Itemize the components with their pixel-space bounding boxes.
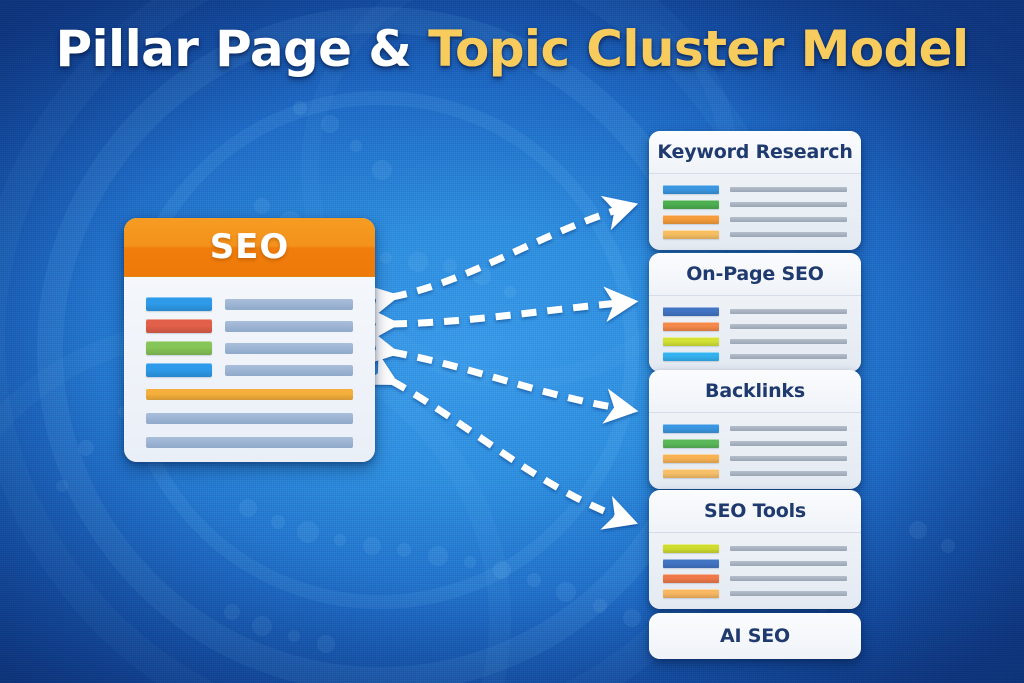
pillar-card-header: SEO <box>124 218 375 277</box>
cluster-card-body <box>649 174 861 250</box>
cluster-row <box>663 322 847 331</box>
cluster-row-tag <box>663 544 719 553</box>
cluster-row <box>663 307 847 316</box>
pillar-row-tag <box>146 319 212 333</box>
cluster-card-body <box>649 533 861 609</box>
cluster-card-body <box>649 413 861 489</box>
cluster-row-line <box>730 456 847 461</box>
page-title-part-two: Topic Cluster Model <box>428 20 969 78</box>
cluster-card-title: Backlinks <box>705 380 805 402</box>
cluster-row-line <box>730 187 847 192</box>
cluster-row-tag <box>663 454 719 463</box>
pillar-card-body <box>124 277 375 462</box>
cluster-row <box>663 439 847 448</box>
cluster-row-line <box>730 339 847 344</box>
cluster-row <box>663 574 847 583</box>
pillar-row-line <box>225 364 353 376</box>
cluster-row-line <box>730 232 847 237</box>
cluster-row-line <box>730 217 847 222</box>
cluster-row-tag <box>663 352 719 361</box>
cluster-row-tag <box>663 200 719 209</box>
cluster-row <box>663 215 847 224</box>
cluster-row <box>663 454 847 463</box>
pillar-row <box>146 319 353 333</box>
cluster-card-body <box>649 296 861 372</box>
pillar-highlight-bar <box>146 389 353 400</box>
cluster-card-seo-tools[interactable]: SEO Tools <box>649 490 861 609</box>
cluster-row-line <box>730 546 847 551</box>
cluster-row-line <box>730 576 847 581</box>
cluster-row-line <box>730 441 847 446</box>
cluster-row <box>663 185 847 194</box>
cluster-row <box>663 469 847 478</box>
pillar-row <box>146 363 353 377</box>
cluster-card-header: AI SEO <box>649 613 861 659</box>
pillar-row-line <box>225 298 353 310</box>
cluster-row-tag <box>663 559 719 568</box>
pillar-row-tag <box>146 363 212 377</box>
cluster-row-tag <box>663 215 719 224</box>
cluster-row-line <box>730 591 847 596</box>
cluster-card-header: Backlinks <box>649 370 861 413</box>
page-title: Pillar Page & Topic Cluster Model <box>0 22 1024 77</box>
pillar-row-line <box>225 320 353 332</box>
cluster-row <box>663 200 847 209</box>
cluster-row-tag <box>663 185 719 194</box>
pillar-row <box>146 341 353 355</box>
cluster-card-title: SEO Tools <box>704 500 806 522</box>
cluster-card-backlinks[interactable]: Backlinks <box>649 370 861 489</box>
cluster-row-tag <box>663 230 719 239</box>
cluster-card-header: SEO Tools <box>649 490 861 533</box>
cluster-row-line <box>730 309 847 314</box>
cluster-row-line <box>730 426 847 431</box>
cluster-row <box>663 589 847 598</box>
cluster-card-title: AI SEO <box>719 625 790 647</box>
cluster-card-on-page-seo[interactable]: On-Page SEO <box>649 253 861 372</box>
cluster-row-tag <box>663 469 719 478</box>
cluster-row-tag <box>663 589 719 598</box>
cluster-row-tag <box>663 322 719 331</box>
cluster-row-tag <box>663 307 719 316</box>
pillar-footer-bar <box>146 413 353 424</box>
cluster-row-tag <box>663 574 719 583</box>
cluster-row-tag <box>663 337 719 346</box>
cluster-card-title: Keyword Research <box>657 141 853 163</box>
pillar-page-card[interactable]: SEO <box>124 218 375 462</box>
cluster-card-header: Keyword Research <box>649 131 861 174</box>
pillar-row <box>146 297 353 311</box>
pillar-row-line <box>225 342 353 354</box>
page-title-part-one: Pillar Page & <box>55 20 429 78</box>
cluster-row-line <box>730 324 847 329</box>
cluster-row <box>663 230 847 239</box>
cluster-row <box>663 337 847 346</box>
pillar-footer-bar <box>146 437 353 448</box>
cluster-card-title: On-Page SEO <box>686 263 824 285</box>
cluster-row-line <box>730 471 847 476</box>
pillar-row-tag <box>146 297 212 311</box>
cluster-row-line <box>730 354 847 359</box>
cluster-card-header: On-Page SEO <box>649 253 861 296</box>
cluster-row-line <box>730 202 847 207</box>
pillar-row-tag <box>146 341 212 355</box>
cluster-row-tag <box>663 424 719 433</box>
cluster-row-tag <box>663 439 719 448</box>
cluster-card-keyword-research[interactable]: Keyword Research <box>649 131 861 250</box>
cluster-row <box>663 544 847 553</box>
cluster-row <box>663 424 847 433</box>
cluster-card-ai-seo[interactable]: AI SEO <box>649 613 861 659</box>
pillar-card-title: SEO <box>209 227 290 267</box>
cluster-row <box>663 559 847 568</box>
cluster-row-line <box>730 561 847 566</box>
cluster-row <box>663 352 847 361</box>
